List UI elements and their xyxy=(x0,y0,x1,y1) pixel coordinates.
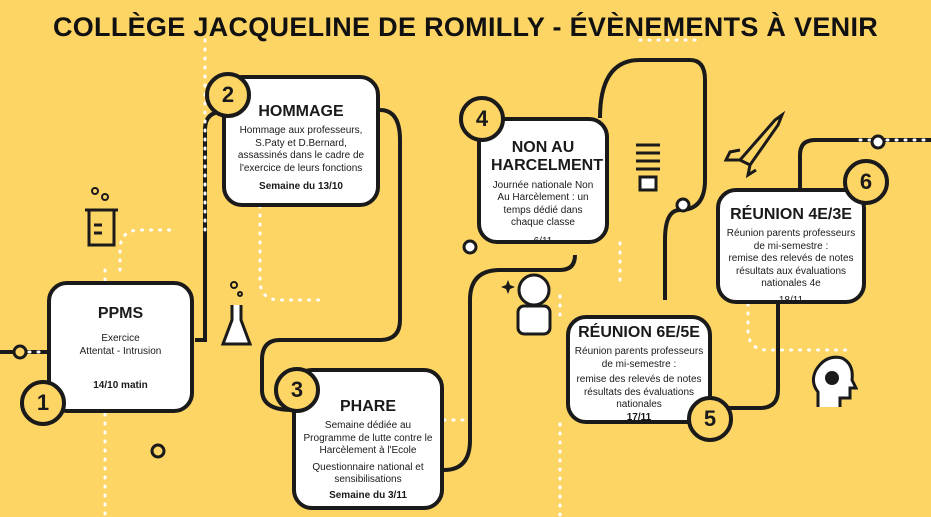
flask-icon xyxy=(220,281,253,346)
event-title: PHARE xyxy=(339,398,396,415)
event-card-hommage: HOMMAGE Hommage aux professeurs, S.Paty … xyxy=(222,75,380,207)
event-date: 6/11 xyxy=(533,235,553,247)
event-title: RÉUNION 6E/5E xyxy=(578,324,700,341)
event-text: remise des relevés de notes résultats au… xyxy=(728,253,854,290)
event-text: Réunion parents professeurs de mi-semest… xyxy=(726,228,856,252)
event-title: RÉUNION 4E/3E xyxy=(730,206,852,223)
event-number-4: 4 xyxy=(459,96,505,142)
head-icon xyxy=(811,355,858,407)
lightbulb-icon xyxy=(636,143,660,192)
event-text: Questionnaire national et sensibilisatio… xyxy=(312,461,424,486)
event-card-non-au-harcelement: NON AU HARCELMENT Journée nationale Non … xyxy=(477,117,609,247)
event-text: remise des relevés de notes résultats de… xyxy=(576,374,702,411)
event-text: Réunion parents professeurs de mi-semest… xyxy=(574,346,704,370)
beaker-icon xyxy=(85,187,118,247)
event-number-6: 6 xyxy=(843,159,889,205)
event-text: Hommage aux professeurs, S.Paty et D.Ber… xyxy=(237,125,365,174)
event-number-2: 2 xyxy=(205,72,251,118)
page-title: COLLÈGE JACQUELINE DE ROMILLY - ÉVÈNEMEN… xyxy=(52,12,879,42)
event-title: NON AU HARCELMENT xyxy=(491,139,603,175)
event-number-1: 1 xyxy=(20,380,66,426)
rocket-icon xyxy=(723,110,786,179)
event-card-ppms: PPMS Exercice Attentat - Intrusion 14/10… xyxy=(47,281,194,413)
event-text: Exercice xyxy=(101,333,140,345)
astronaut-icon xyxy=(501,273,552,336)
event-date: 17/11 xyxy=(626,411,652,423)
event-card-reunion-6e-5e: RÉUNION 6E/5E Réunion parents professeur… xyxy=(566,315,712,424)
event-date: Semaine du 3/11 xyxy=(329,489,407,501)
event-date: Semaine du 13/10 xyxy=(259,181,343,193)
event-title: PPMS xyxy=(97,305,144,322)
event-date: 14/10 matin xyxy=(93,380,148,392)
event-date: 18/11 xyxy=(778,294,804,306)
event-number-5: 5 xyxy=(687,396,733,442)
event-text: Journée nationale Non Au Harcèlement : u… xyxy=(492,179,594,229)
event-number-3: 3 xyxy=(274,367,320,413)
event-card-reunion-4e-3e: RÉUNION 4E/3E Réunion parents professeur… xyxy=(716,188,866,306)
event-text: Semaine dédiée au Programme de lutte con… xyxy=(303,420,433,457)
event-title: HOMMAGE xyxy=(258,103,344,120)
event-text: Attentat - Intrusion xyxy=(79,345,162,357)
